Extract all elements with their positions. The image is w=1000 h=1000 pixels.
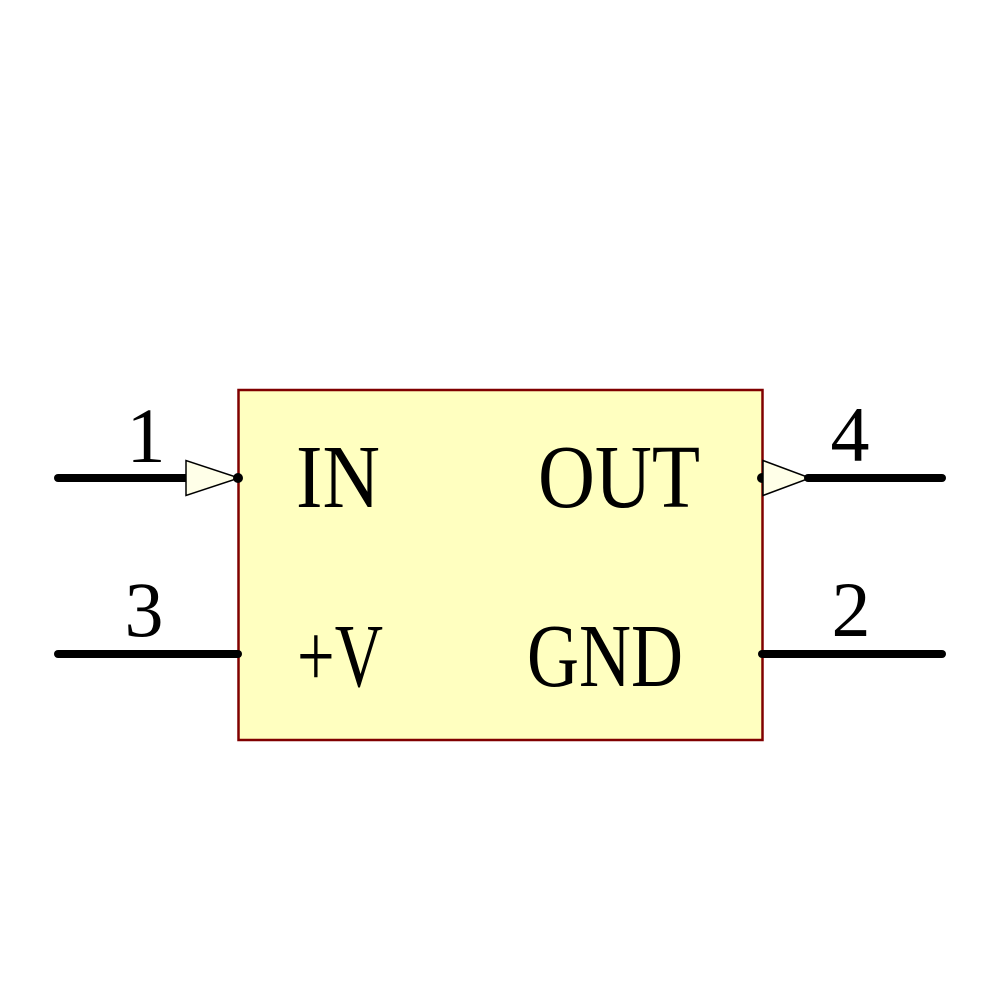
pin-1[interactable]: 1 — [54, 392, 243, 497]
pin-3-number: 3 — [125, 566, 164, 653]
component-body[interactable] — [237, 388, 764, 742]
pin-label-plusv: +V — [297, 607, 383, 706]
pin-1-connection-dot — [233, 473, 243, 483]
pin-label-out: OUT — [538, 428, 700, 527]
pin-4-number: 4 — [831, 391, 870, 478]
pin-4[interactable]: 4 — [757, 391, 946, 497]
pin-4-output-arrow-icon — [762, 459, 813, 497]
pin-label-gnd: GND — [527, 607, 683, 706]
pin-2[interactable]: 2 — [758, 566, 946, 658]
pin-2-number: 2 — [832, 566, 871, 653]
pin-1-input-arrow-icon — [185, 459, 242, 497]
pin-1-number: 1 — [127, 392, 166, 479]
pin-label-in: IN — [296, 428, 380, 527]
pin-3[interactable]: 3 — [54, 566, 242, 658]
